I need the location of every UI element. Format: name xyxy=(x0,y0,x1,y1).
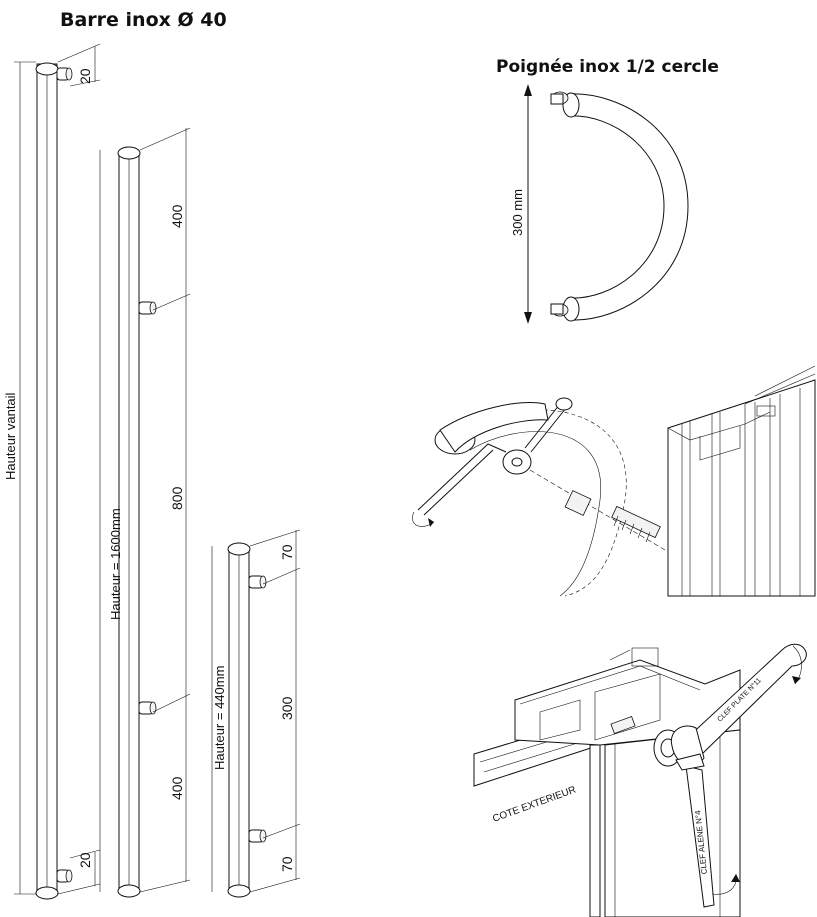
exterior-side-label: COTE EXTERIEUR xyxy=(491,784,577,824)
aluminium-profile-1 xyxy=(667,365,816,597)
tightening-view: COTE EXTERIEUR CLEF PLATE N°11 CLEF ALEN… xyxy=(473,643,807,917)
bar-440-middle-spacing: 300 xyxy=(279,696,295,720)
bar-full-height: Hauteur vantail 20 20 xyxy=(3,43,101,900)
bar-full-top-offset: 20 xyxy=(77,68,93,84)
bar-440-top-spacing: 70 xyxy=(279,544,295,560)
handle-title: Poignée inox 1/2 cercle xyxy=(496,57,719,77)
bar-full-bottom-offset: 20 xyxy=(77,852,93,868)
allen-key: CLEF ALENE N°4 xyxy=(675,753,740,908)
bar-title: Barre inox Ø 40 xyxy=(60,9,227,31)
handle-height-label: 300 mm xyxy=(510,189,525,236)
half-circle-handle: 300 mm xyxy=(510,84,689,324)
bar-1600-middle-spacing: 800 xyxy=(169,486,185,510)
bar-1600-height-label: Hauteur = 1600mm xyxy=(108,508,123,620)
bar-440: Hauteur = 440mm 70 300 70 xyxy=(211,529,301,898)
threaded-stud xyxy=(611,505,661,543)
bar-440-height-label: Hauteur = 440mm xyxy=(212,666,227,770)
bar-440-bottom-spacing: 70 xyxy=(279,856,295,872)
bar-1600-top-spacing: 400 xyxy=(169,204,185,228)
bar-1600: Hauteur = 1600mm 400 800 400 xyxy=(99,127,191,898)
bar-1600-bottom-spacing: 400 xyxy=(169,776,185,800)
handle-mounting-view xyxy=(412,365,816,597)
bar-full-height-label: Hauteur vantail xyxy=(3,392,18,480)
